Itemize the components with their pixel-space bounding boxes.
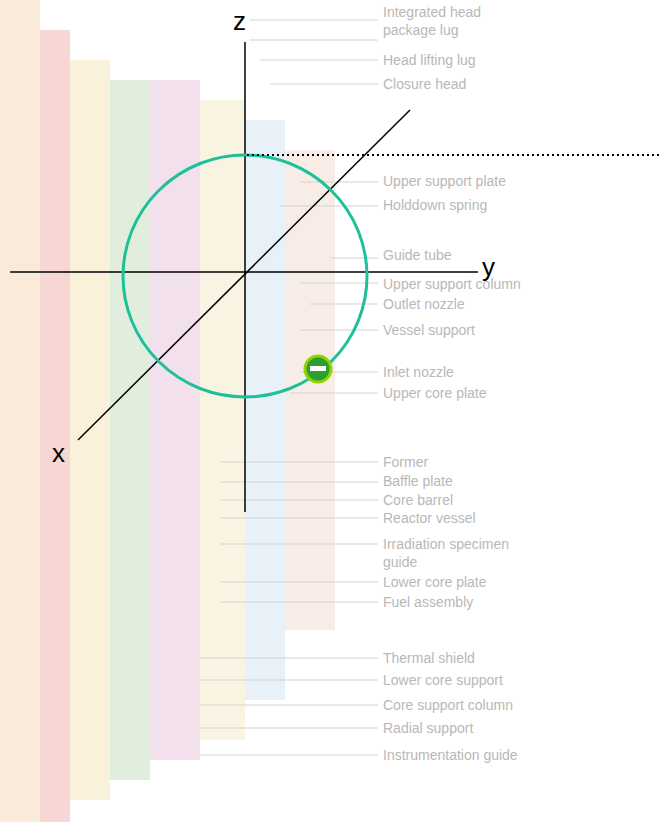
part-label: Inlet nozzle xyxy=(383,364,454,382)
axis-label: x xyxy=(52,440,65,466)
part-label: Vessel support xyxy=(383,322,475,340)
part-label: Guide tube xyxy=(383,247,452,265)
part-label: Lower core plate xyxy=(383,574,487,592)
part-label: Holddown spring xyxy=(383,197,487,215)
part-label: Reactor vessel xyxy=(383,510,476,528)
part-label: Integrated head package lug xyxy=(383,4,495,39)
orbit-circle xyxy=(123,155,367,397)
part-label: Radial support xyxy=(383,720,473,738)
part-label: Lower core support xyxy=(383,672,503,690)
negative-charge xyxy=(305,356,331,382)
part-label: Former xyxy=(383,454,428,472)
part-label: Upper support plate xyxy=(383,173,506,191)
part-label: Instrumentation guide xyxy=(383,747,518,765)
part-label: Upper core plate xyxy=(383,385,487,403)
part-label: Closure head xyxy=(383,76,466,94)
y-axis xyxy=(10,271,478,273)
dotted-line xyxy=(247,154,662,156)
part-label: Thermal shield xyxy=(383,650,475,668)
x-axis xyxy=(78,110,410,440)
part-label: Head lifting lug xyxy=(383,52,476,70)
part-label: Baffle plate xyxy=(383,473,453,491)
z-axis xyxy=(244,42,246,512)
part-label: Upper support column xyxy=(383,276,521,294)
part-label: Core barrel xyxy=(383,492,453,510)
axis-label: z xyxy=(233,8,246,34)
part-label: Outlet nozzle xyxy=(383,296,465,314)
part-label: Core support column xyxy=(383,697,513,715)
part-label: Fuel assembly xyxy=(383,594,473,612)
part-label: Irradiation specimen guide xyxy=(383,536,543,571)
